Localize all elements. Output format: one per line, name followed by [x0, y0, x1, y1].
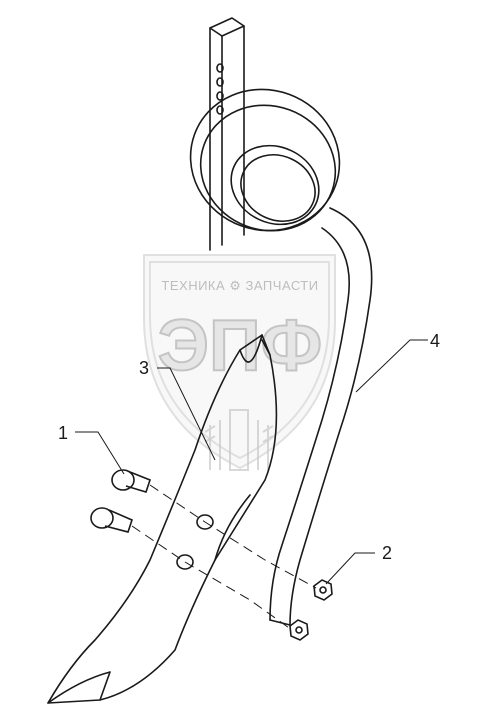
- leader-lines: [75, 339, 428, 585]
- callout-2: 2: [382, 543, 393, 563]
- chisel-tine: [47, 334, 278, 704]
- shank-with-coil: [189, 17, 373, 626]
- watermark-brand-line: ТЕХНИКА ⚙ ЗАПЧАСТИ: [161, 278, 318, 293]
- bolt-upper: [111, 469, 151, 493]
- nut-lower: [289, 619, 309, 641]
- watermark-logo-text: ЭПФ: [158, 306, 322, 386]
- callout-4: 4: [430, 331, 441, 351]
- assembly-dash-lines: [131, 484, 317, 631]
- callout-1: 1: [58, 423, 69, 443]
- nut-upper: [313, 579, 333, 601]
- watermark-wheat-icon: [204, 409, 274, 471]
- bolt-lower: [90, 507, 133, 533]
- watermark-shield: [143, 254, 336, 470]
- callout-3: 3: [139, 358, 150, 378]
